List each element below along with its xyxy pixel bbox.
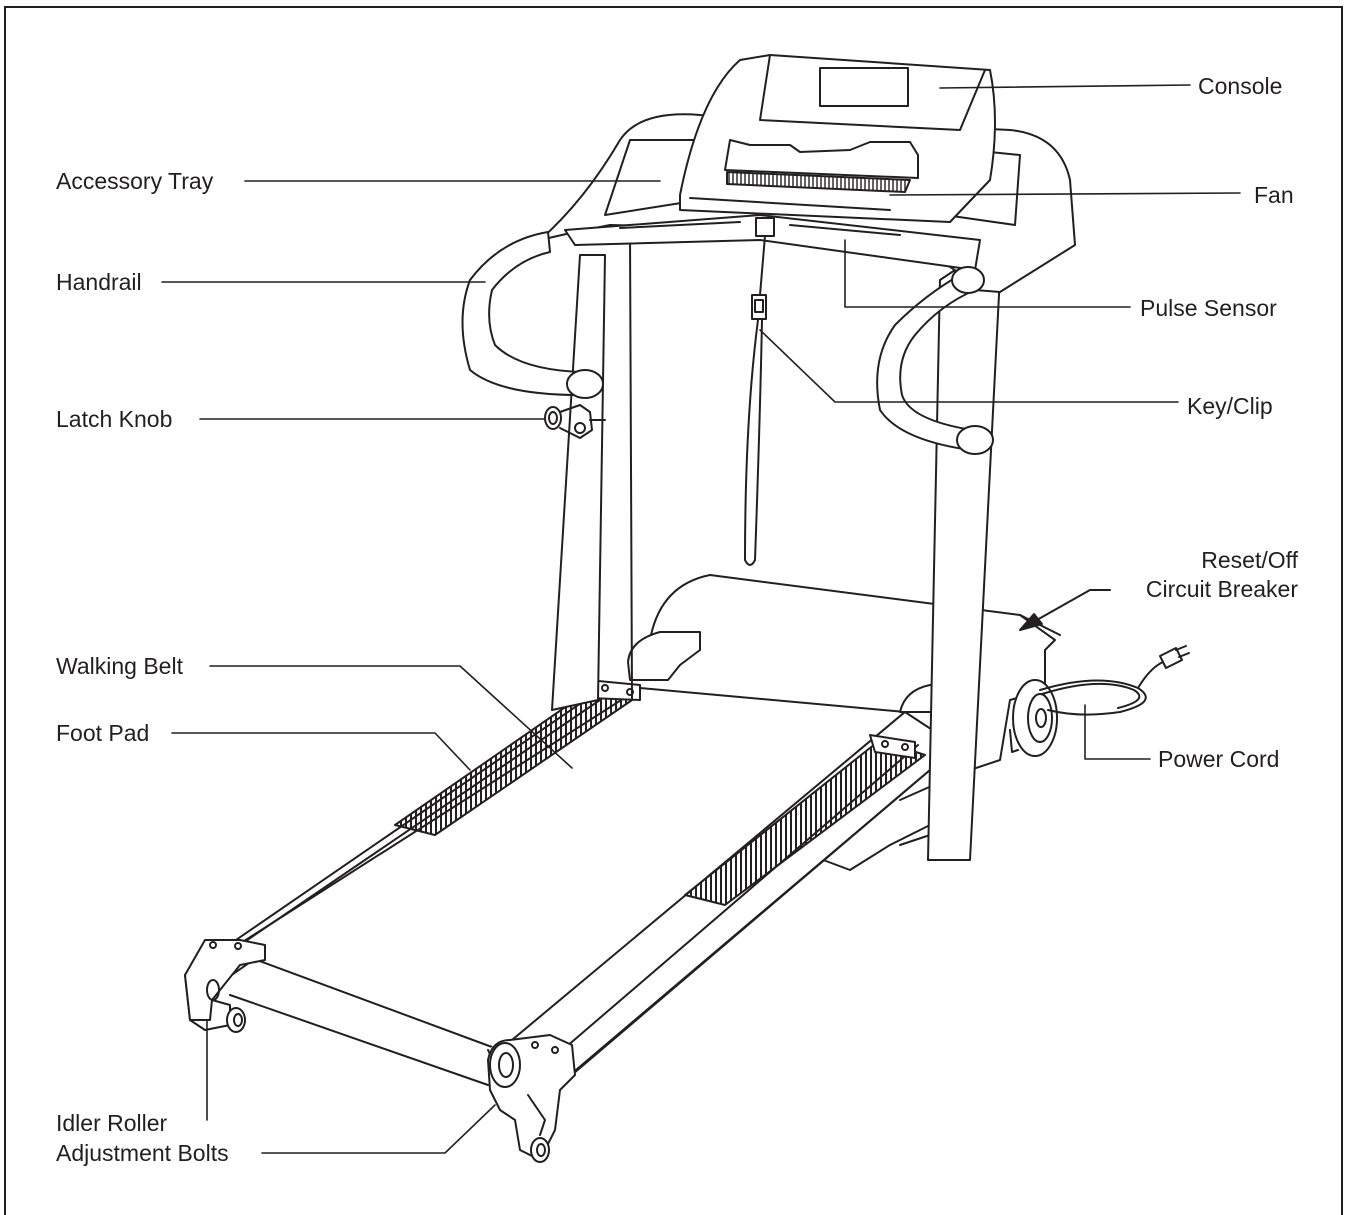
console-body bbox=[679, 54, 996, 223]
label-pulse-sensor: Pulse Sensor bbox=[1140, 295, 1277, 321]
foot-pads bbox=[394, 689, 926, 906]
label-handrail: Handrail bbox=[56, 269, 142, 295]
circuit-breaker-arrow bbox=[1027, 589, 1111, 626]
leader-lines bbox=[161, 84, 1241, 1154]
label-reset-off: Reset/Off bbox=[1201, 547, 1298, 573]
uprights bbox=[551, 234, 1001, 861]
front-left-endcap bbox=[184, 939, 266, 1033]
key-clip bbox=[744, 217, 775, 566]
latch-knob bbox=[544, 404, 606, 439]
diagram-frame bbox=[4, 6, 1343, 1215]
left-handrail bbox=[461, 231, 604, 399]
label-fan: Fan bbox=[1254, 182, 1294, 208]
rear-wheel bbox=[1009, 679, 1058, 757]
power-cord bbox=[1039, 645, 1190, 716]
label-power-cord: Power Cord bbox=[1158, 746, 1280, 772]
label-latch-knob: Latch Knob bbox=[56, 406, 173, 432]
label-key-clip: Key/Clip bbox=[1187, 393, 1273, 419]
deck-rear-caps bbox=[587, 631, 946, 759]
label-circuit-breaker: Circuit Breaker bbox=[1145, 576, 1298, 602]
label-idler-roller: Idler Roller bbox=[56, 1110, 168, 1136]
label-accessory-tray: Accessory Tray bbox=[56, 168, 214, 194]
label-console: Console bbox=[1198, 73, 1283, 99]
label-walking-belt: Walking Belt bbox=[56, 653, 183, 679]
label-foot-pad: Foot Pad bbox=[56, 720, 150, 746]
label-adjustment-bolts: Adjustment Bolts bbox=[56, 1140, 229, 1166]
right-handrail bbox=[876, 266, 994, 455]
arrowhead bbox=[1019, 613, 1043, 631]
front-right-endcap bbox=[487, 1034, 576, 1163]
